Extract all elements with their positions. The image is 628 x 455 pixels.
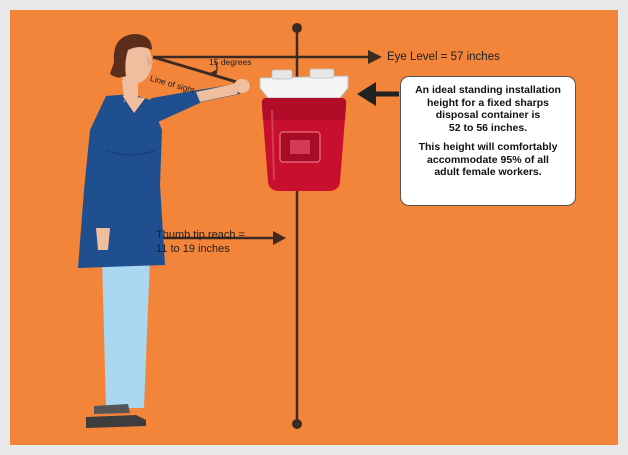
callout-paragraph-height: An ideal standing installation height fo… bbox=[407, 84, 569, 134]
callout-paragraph-accommodate: This height will comfortably accommodate… bbox=[407, 141, 569, 179]
eye-level-label: Eye Level = 57 inches bbox=[387, 51, 500, 64]
sharps-container bbox=[260, 69, 348, 191]
thumb-reach-label: Thumb tip reach = 11 to 19 inches bbox=[156, 228, 245, 256]
callout-pointer-arrow bbox=[357, 82, 399, 106]
angle-label: 15 degrees bbox=[209, 56, 252, 69]
installation-callout-box: An ideal standing installation height fo… bbox=[400, 76, 576, 206]
illustration-panel: Eye Level = 57 inches 15 degrees Line of… bbox=[10, 10, 618, 445]
eye-level-arrow bbox=[153, 50, 382, 64]
